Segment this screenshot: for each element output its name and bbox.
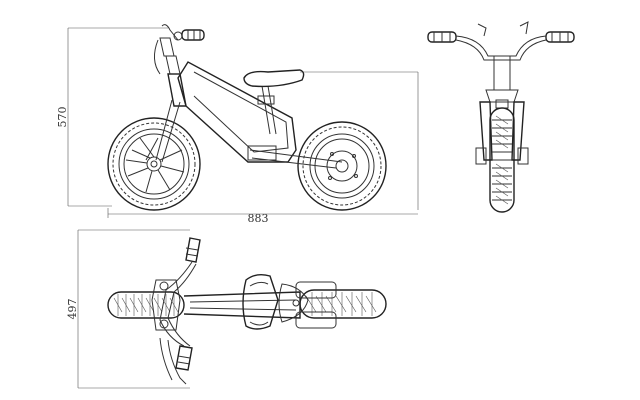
top-handlebar	[151, 237, 201, 385]
front-view-wheel	[489, 107, 515, 213]
top-seat	[242, 273, 279, 330]
front-stem	[485, 55, 519, 109]
height-dimension-label: 570	[56, 107, 69, 128]
top-front-tire	[107, 291, 185, 319]
top-view: 497	[66, 229, 387, 389]
handlebar	[154, 24, 205, 75]
front-wheel	[107, 117, 201, 211]
front-view	[427, 21, 575, 213]
fork	[155, 37, 187, 163]
side-dimension-frame	[67, 27, 419, 218]
frame	[177, 61, 343, 169]
top-dimension-frame	[77, 229, 190, 389]
width-dimension-label: 497	[66, 299, 79, 320]
side-view: 570 883	[56, 24, 419, 225]
top-frame	[183, 281, 337, 329]
rear-wheel	[297, 121, 387, 211]
seat	[243, 69, 305, 88]
length-dimension-label: 883	[248, 212, 269, 225]
front-handlebar	[427, 21, 575, 61]
front-fork	[475, 101, 529, 165]
top-rear-tire	[299, 289, 387, 319]
